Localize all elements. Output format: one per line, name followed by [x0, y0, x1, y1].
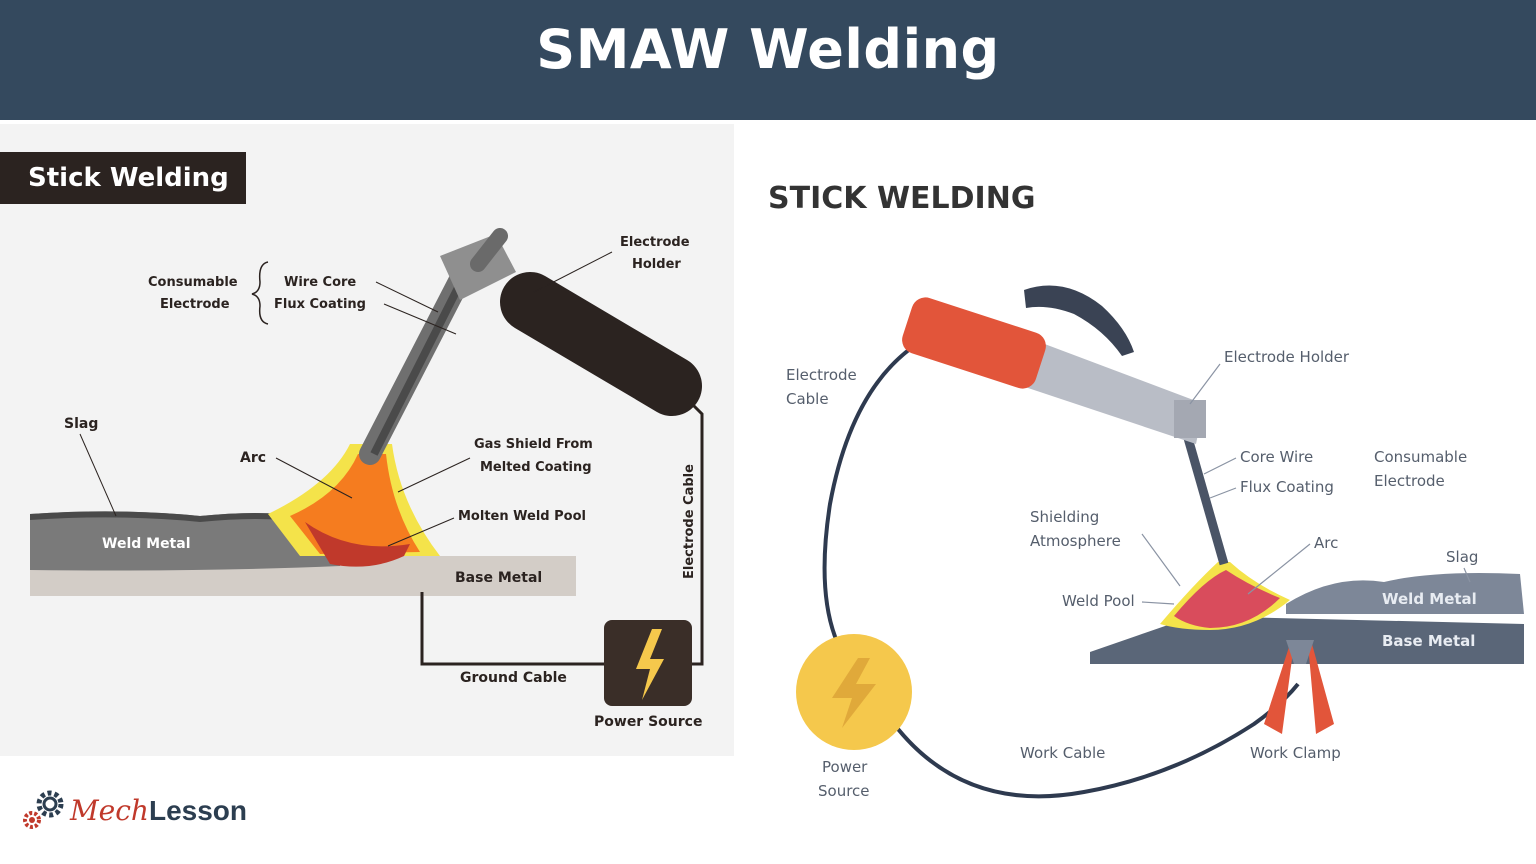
arc-label: Arc: [240, 450, 266, 466]
core-wire-leader: [1203, 457, 1237, 475]
shielding-atmosphere-leader: [1141, 533, 1181, 587]
power-source-label-right-2: Source: [818, 782, 870, 800]
consumable-brace: [251, 261, 269, 325]
arc-leader-right: [1247, 543, 1311, 595]
weld-metal-right: [1286, 573, 1524, 614]
weld-pool-leader: [1141, 601, 1175, 605]
work-clamp-label: Work Clamp: [1250, 744, 1341, 762]
lightning-icon: [636, 629, 664, 700]
shielding-atmosphere-label-2: Atmosphere: [1030, 532, 1121, 550]
holder-tip: [1174, 400, 1206, 438]
logo-text-lesson: Lesson: [148, 795, 247, 826]
header-bar: SMAW Welding: [0, 0, 1536, 120]
arc-leader: [275, 457, 353, 499]
electrode-holder-label-2: Holder: [632, 257, 681, 272]
molten-weld-pool-leader: [387, 517, 455, 547]
left-diagram: Stick Welding Base Metal Weld Metal Elec…: [0, 152, 704, 730]
weld-metal-label-right: Weld Metal: [1382, 590, 1477, 608]
slag-leader-right: [1463, 567, 1471, 583]
lightning-icon-right: [832, 658, 876, 728]
molten-weld-pool: [305, 522, 410, 567]
gear-icon: [23, 790, 64, 829]
electrode-rod-right: [1183, 436, 1229, 566]
slag-label-right: Slag: [1446, 548, 1478, 566]
left-title-box: [0, 152, 246, 204]
weld-metal-label: Weld Metal: [102, 536, 191, 552]
right-title: STICK WELDING: [768, 181, 1035, 216]
flux-coating-leader-right: [1209, 487, 1237, 499]
work-cable-wire: [892, 682, 1300, 799]
ground-cable-label: Ground Cable: [460, 670, 567, 686]
work-clamp: [1264, 644, 1334, 734]
flux-coating-label: Flux Coating: [274, 297, 366, 312]
molten-weld-pool-label: Molten Weld Pool: [458, 509, 586, 524]
electrode-holder-body: [1022, 340, 1204, 444]
slag-layer: [30, 511, 303, 522]
logo-text: MechLesson: [70, 794, 247, 827]
weld-pool-label: Weld Pool: [1062, 592, 1135, 610]
gas-shield-label-2: Melted Coating: [480, 460, 592, 475]
electrode-cable-label-1: Electrode: [786, 366, 857, 384]
slag-label: Slag: [64, 416, 98, 432]
shielding-atmosphere-label-1: Shielding: [1030, 508, 1099, 526]
electrode-holder-leader: [533, 251, 613, 293]
work-clamp-jaw: [1286, 640, 1314, 664]
electrode-holder-handle: [500, 272, 702, 416]
electrode-holder-jaw: [470, 228, 508, 272]
page-title: SMAW Welding: [536, 18, 1000, 81]
electrode-holder-label-right: Electrode Holder: [1224, 348, 1350, 366]
electrode-cable-label: Electrode Cable: [682, 464, 697, 579]
consumable-electrode-label-right-1: Consumable: [1374, 448, 1467, 466]
arc-flame: [290, 454, 420, 554]
consumable-electrode-label-2: Electrode: [160, 297, 230, 312]
electrode-cable-wire: [822, 332, 935, 645]
electrode-holder-leader-right: [1189, 363, 1221, 405]
power-source-label-right-1: Power: [822, 758, 868, 776]
electrode-cable: [688, 400, 704, 666]
right-diagram-panel: STICK WELDING Weld Metal Base Metal Elec…: [734, 124, 1536, 804]
work-cable-label: Work Cable: [1020, 744, 1105, 762]
left-title: Stick Welding: [28, 163, 229, 193]
wire-core-leader: [375, 281, 439, 313]
base-metal-label: Base Metal: [455, 570, 542, 586]
electrode-holder-label-1: Electrode: [620, 235, 690, 250]
flux-coating-label-right: Flux Coating: [1240, 478, 1334, 496]
logo-text-mech: Mech: [70, 794, 149, 827]
consumable-electrode-label-1: Consumable: [148, 275, 238, 290]
right-diagram: STICK WELDING Weld Metal Base Metal Elec…: [768, 181, 1524, 800]
flux-coating-leader: [383, 303, 457, 335]
holder-handle: [902, 297, 1046, 389]
power-source-label: Power Source: [594, 714, 702, 730]
holder-top-jaw: [1024, 285, 1134, 356]
gas-shield-label-1: Gas Shield From: [474, 437, 593, 452]
consumable-electrode-label-right-2: Electrode: [1374, 472, 1445, 490]
gas-shield-leader: [397, 457, 471, 493]
electrode-cable-label-2: Cable: [786, 390, 829, 408]
weld-metal-bead: [30, 511, 340, 571]
core-wire-label: Core Wire: [1240, 448, 1313, 466]
wire-core-label: Wire Core: [284, 275, 356, 290]
left-diagram-panel: Stick Welding Base Metal Weld Metal Elec…: [0, 124, 734, 756]
ground-cable: [420, 592, 606, 666]
weld-pool-right: [1174, 570, 1280, 628]
wire-core-rod: [370, 262, 474, 456]
base-metal-label-right: Base Metal: [1382, 632, 1475, 650]
arc-label-right: Arc: [1314, 534, 1338, 552]
slag-leader: [79, 433, 117, 517]
